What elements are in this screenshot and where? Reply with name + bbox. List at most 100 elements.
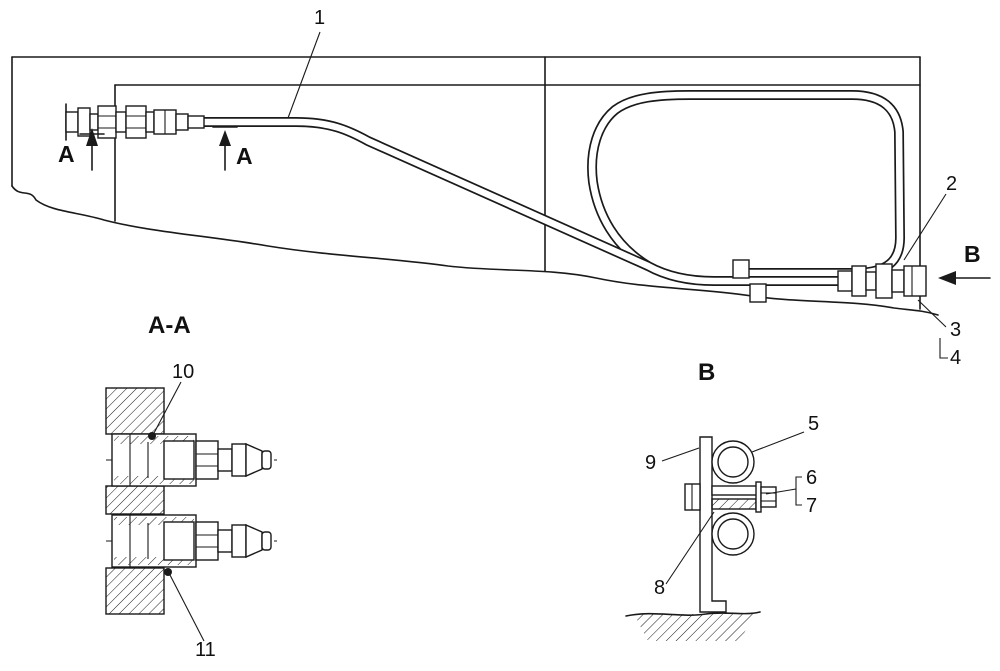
ground xyxy=(625,611,761,641)
callout-1: 1 xyxy=(314,7,325,29)
washer xyxy=(755,481,762,513)
leader-3 xyxy=(917,299,947,328)
seal-dot-11 xyxy=(164,568,172,576)
hose-1 xyxy=(204,117,846,286)
fitting-seg xyxy=(145,111,155,133)
clamp-bolt-assembly xyxy=(684,481,777,513)
fitting-hose-tail xyxy=(187,115,205,129)
hose-loop-core xyxy=(588,91,904,277)
callout-3: 3 xyxy=(950,319,961,341)
stem xyxy=(217,448,233,472)
callout-5: 5 xyxy=(808,413,819,435)
bracket-3-4 xyxy=(939,338,948,359)
arrow-head-left-icon xyxy=(938,271,956,285)
arrow-head-up-icon xyxy=(219,130,231,146)
leader-11 xyxy=(169,574,205,642)
left-bulkhead-fitting xyxy=(65,105,205,139)
hex-nut xyxy=(195,440,219,480)
hose-clamp-block-1 xyxy=(732,259,750,279)
leader-9 xyxy=(661,447,700,462)
view-b: B 5 xyxy=(625,359,819,641)
main-view: A A B 1 2 3 4 xyxy=(11,7,991,369)
clamp-tab-lower xyxy=(711,498,757,510)
hose-loop-outline xyxy=(587,90,906,278)
leader-2 xyxy=(903,193,947,261)
seal-dot-10 xyxy=(148,432,156,440)
stem xyxy=(217,529,233,553)
callouts-main: 1 2 3 4 xyxy=(287,7,961,369)
taper xyxy=(245,442,263,478)
wall-hatch-top xyxy=(105,387,165,435)
taper xyxy=(245,523,263,559)
bulkhead-wall xyxy=(105,387,165,615)
fitting-seg xyxy=(891,269,905,293)
section-aa-title: A-A xyxy=(148,312,191,339)
collet-step xyxy=(163,521,195,561)
nut xyxy=(760,486,777,508)
section-letter-a-right: A xyxy=(236,143,253,169)
wall-hatch-middle xyxy=(105,485,165,515)
view-b-title: B xyxy=(698,359,715,386)
body-section-hatch xyxy=(114,436,194,444)
section-letter-a-left: A xyxy=(58,141,75,167)
clamp-tab-upper xyxy=(711,485,759,496)
hose-clamps xyxy=(732,259,767,303)
fitting-seg xyxy=(77,107,91,137)
fitting-seg xyxy=(115,111,127,133)
callouts-aa: 10 11 xyxy=(153,361,216,661)
body-section-hatch xyxy=(114,557,194,565)
upper-hose-clamp xyxy=(711,440,755,484)
wall-hatch-bottom xyxy=(105,567,165,615)
fitting-seg xyxy=(175,113,189,131)
body-section-hatch xyxy=(114,476,194,484)
fitting-seg xyxy=(837,270,853,292)
torn-break-edge xyxy=(11,185,939,316)
hose-1-outline xyxy=(204,117,846,286)
leader-1 xyxy=(287,31,321,119)
callout-8: 8 xyxy=(654,577,665,599)
view-arrow-b: B xyxy=(938,241,991,285)
section-arrow-a-left: A xyxy=(58,128,105,171)
section-aa-view: A-A xyxy=(105,312,278,661)
hex-nut xyxy=(195,521,219,561)
hose-loop xyxy=(587,90,906,278)
fitting-hex-nut xyxy=(875,263,893,299)
leader-5 xyxy=(751,431,805,453)
view-letter-b: B xyxy=(964,241,981,267)
collet-step xyxy=(163,440,195,480)
callout-10: 10 xyxy=(172,361,194,383)
hose-clamp-block-2 xyxy=(749,283,767,303)
callout-9: 9 xyxy=(645,452,656,474)
right-hose-fitting xyxy=(837,263,927,299)
arrow-head-up-icon xyxy=(86,128,98,146)
fitting-hex-nut xyxy=(851,265,867,297)
sectioned-fitting-upper xyxy=(106,432,278,487)
fitting-seg xyxy=(89,113,99,131)
ground-surface xyxy=(625,611,761,617)
sectioned-fitting-lower xyxy=(106,514,278,576)
bell xyxy=(231,443,247,477)
callout-7: 7 xyxy=(806,495,817,517)
hose-1-core xyxy=(204,118,846,285)
callout-6: 6 xyxy=(806,467,817,489)
ground-hatch xyxy=(634,614,754,641)
leader-8 xyxy=(665,511,715,585)
nipple-tip xyxy=(261,450,272,470)
callout-11: 11 xyxy=(195,639,216,661)
machine-frame xyxy=(11,56,939,316)
fitting-seg xyxy=(865,271,877,291)
bell xyxy=(231,524,247,558)
fitting-end-block xyxy=(903,265,927,297)
fitting-hex-nut xyxy=(125,105,147,139)
leader-6-7 xyxy=(765,488,797,495)
body-section-hatch xyxy=(114,517,194,525)
callout-4: 4 xyxy=(950,347,961,369)
clamp-inner-ring xyxy=(717,518,749,550)
bracket-6-7 xyxy=(795,476,802,506)
section-arrow-a-right: A xyxy=(212,126,253,171)
lower-hose-clamp xyxy=(711,512,755,556)
clamp-inner-ring xyxy=(717,446,749,478)
nipple-tip xyxy=(261,531,272,551)
